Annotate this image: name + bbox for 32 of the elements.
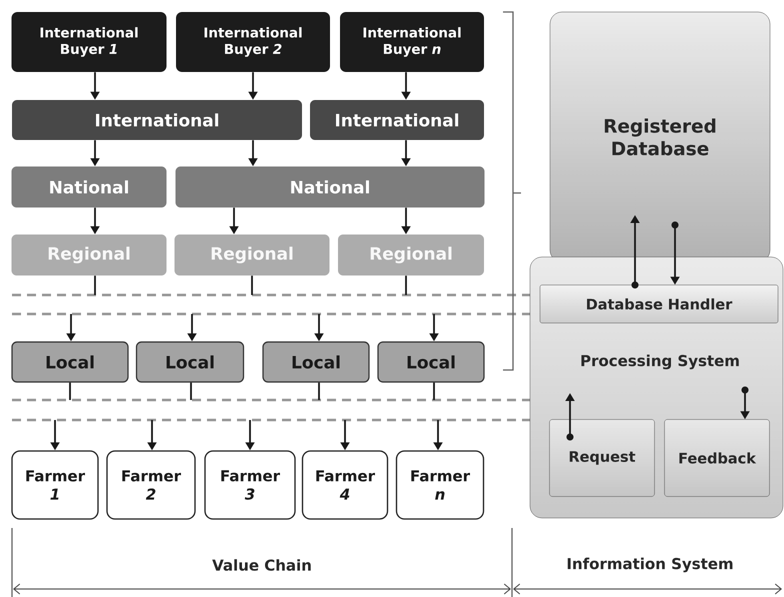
connector-line xyxy=(190,382,192,400)
local-box: Local xyxy=(377,341,485,383)
connector-line xyxy=(251,276,253,295)
regional-box: Regional xyxy=(12,234,166,276)
dimension-label: Information System xyxy=(568,558,732,572)
module-box: Feedback xyxy=(664,419,770,497)
regional-box: Regional xyxy=(338,234,484,276)
buyer-box: International Buyer 2 xyxy=(176,12,330,72)
farmer-box: Farmer 1 xyxy=(11,450,99,520)
farmer-box: Farmer n xyxy=(396,450,484,520)
international-box: International xyxy=(12,100,302,140)
connector-line xyxy=(318,382,320,400)
handler-box: Database Handler xyxy=(540,284,778,324)
connector-line xyxy=(94,276,96,295)
database-box: Registered Database xyxy=(550,12,770,262)
connector-line xyxy=(405,276,407,295)
connector-line xyxy=(69,382,71,400)
national-box: National xyxy=(176,166,484,208)
farmer-box: Farmer 3 xyxy=(204,450,296,520)
connector-line xyxy=(433,382,435,400)
international-box: International xyxy=(310,100,484,140)
dimension-label: Value Chain xyxy=(212,559,311,571)
farmer-box: Farmer 2 xyxy=(106,450,196,520)
local-box: Local xyxy=(262,341,370,383)
local-box: Local xyxy=(136,341,244,383)
buyer-box: International Buyer n xyxy=(340,12,484,72)
local-box: Local xyxy=(11,341,129,383)
buyer-box: International Buyer 1 xyxy=(12,12,166,72)
module-box: Request xyxy=(549,419,655,497)
national-box: National xyxy=(12,166,166,208)
farmer-box: Farmer 4 xyxy=(302,450,388,520)
regional-box: Regional xyxy=(174,234,330,276)
